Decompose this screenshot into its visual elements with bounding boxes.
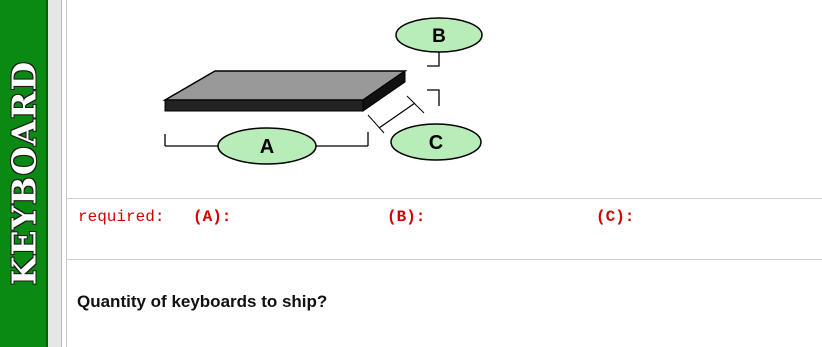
bubble-c [390,123,482,161]
required-c-label: (C): [596,208,635,226]
dimension-b-bottom-ref [427,89,440,106]
quantity-row: Quantity of keyboards to ship? [67,259,822,347]
required-a-label: (A): [193,208,232,226]
dimension-c-ext-right [406,95,425,114]
keyboard-side-banner: KEYBOARD [0,0,48,347]
dimension-c-ext-left [367,114,385,134]
diagram-row: A B C [67,0,822,180]
dimension-a: A [164,127,369,165]
dimension-b-label: B [432,26,446,47]
dimension-a-label: A [260,136,274,158]
dimensions-table: A B C required: [66,0,822,347]
keyboard-shape [162,70,408,112]
required-label: required: [78,208,165,226]
keyboard-quantity-question: Quantity of keyboards to ship? [77,292,328,311]
keyboard-diagram: A B C [162,17,483,165]
side-title: KEYBOARD [4,60,44,286]
keyboard-front-face [164,99,364,112]
side-band: KEYBOARD [0,0,62,347]
required-row: required: (A): (B): (C): [67,198,822,235]
dimension-b-leader [427,52,440,67]
dimension-c: C [367,95,482,161]
required-b-label: (B): [387,208,426,226]
dimension-c-label: C [429,132,443,154]
bubble-a [217,127,317,165]
dimension-b: B [395,17,483,106]
keyboard-side-face [362,70,406,112]
dimension-c-line [378,102,416,129]
